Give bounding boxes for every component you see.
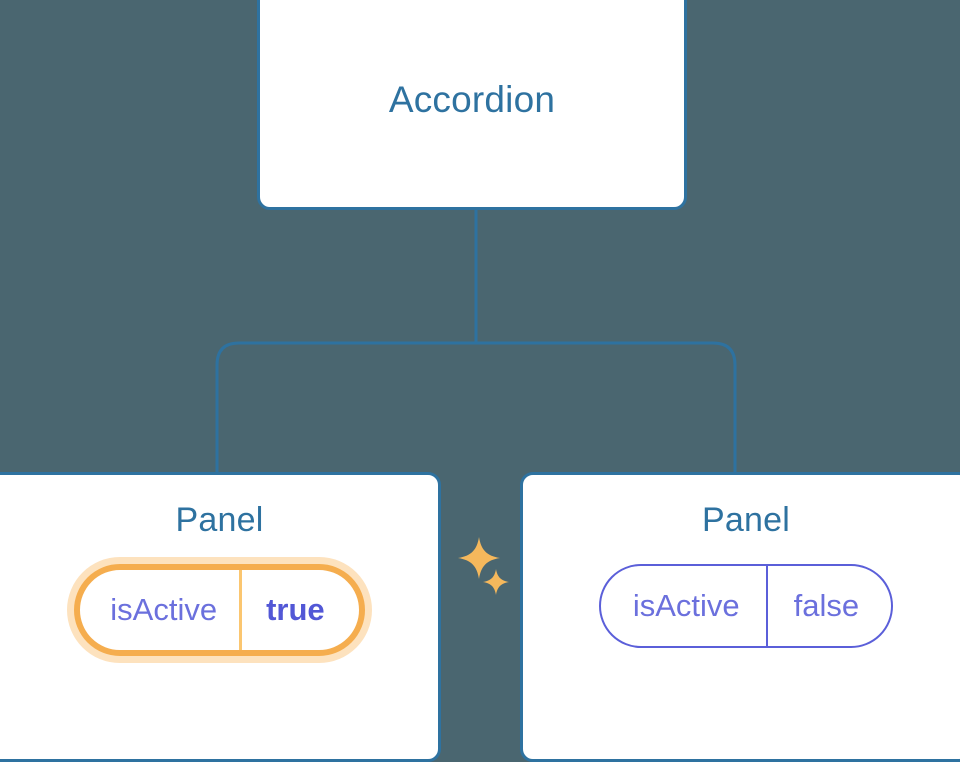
sparkle-icon (482, 568, 510, 596)
node-title-panel-right: Panel (702, 501, 790, 539)
prop-key-label: isActive (110, 592, 218, 627)
node-title-panel-left: Panel (175, 501, 264, 539)
prop-pill-isactive-true[interactable]: isActive true (74, 564, 365, 656)
prop-value-label: true (239, 570, 359, 650)
tree-node-panel-right[interactable]: Panel isActive false (520, 472, 960, 762)
connector-branch-left (215, 341, 476, 474)
prop-key-label: isActive (632, 588, 740, 623)
tree-node-panel-left[interactable]: Panel isActive true (0, 472, 510, 762)
tree-node-accordion[interactable]: Accordion (257, 0, 687, 210)
prop-pill-wrapper-left: isActive true (74, 537, 510, 656)
prop-pill-wrapper-right: isActive false (598, 564, 894, 648)
sparkle-icon (457, 536, 501, 580)
prop-pill-isactive-false[interactable]: isActive false (598, 564, 894, 648)
prop-value-label: false (765, 566, 891, 646)
node-title-accordion: Accordion (388, 79, 556, 120)
connector-branch-right (476, 341, 737, 474)
